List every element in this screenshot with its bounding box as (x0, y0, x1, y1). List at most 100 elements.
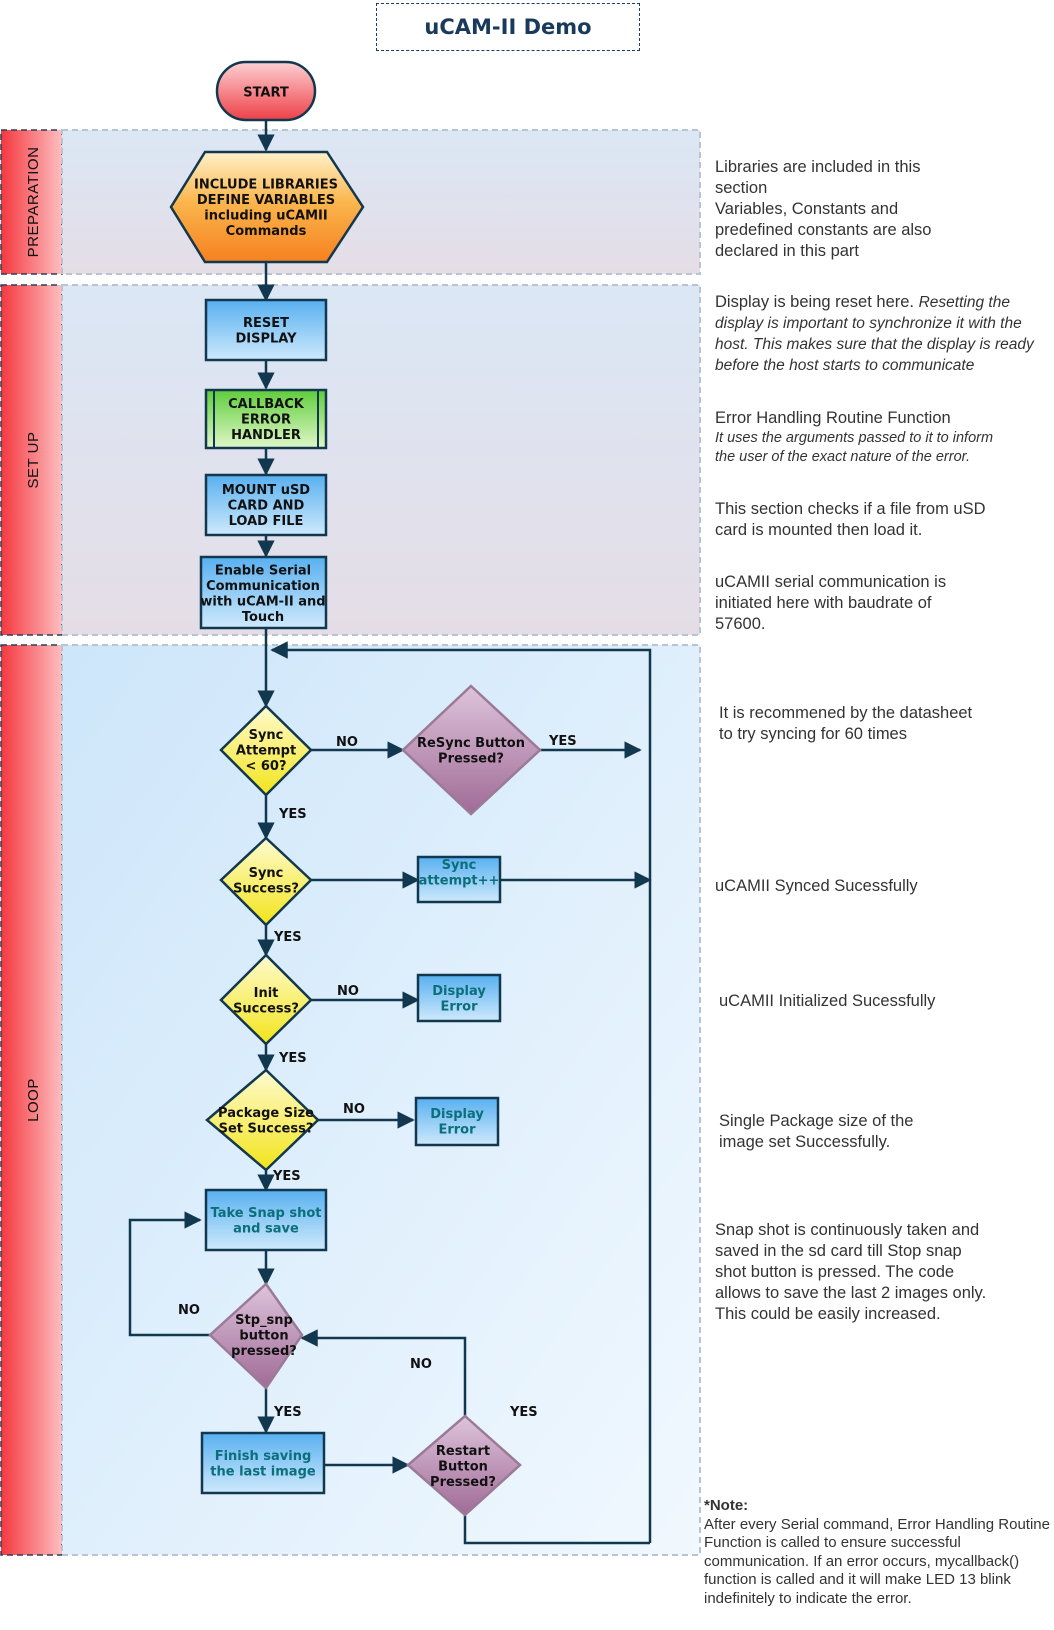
label-yes-stop: YES (273, 1405, 302, 1420)
desc-error-handling-text: Error Handling Routine Function (715, 409, 951, 427)
node-text-line: and save (233, 1221, 299, 1236)
node-start: START (215, 60, 317, 122)
node-text-line: pressed? (231, 1344, 297, 1359)
node-text-line: Sync (442, 858, 477, 873)
desc-usd: This section checks if a file from uSD c… (715, 500, 986, 539)
desc-display-reset: Display is being reset here. Resetting t… (715, 292, 1054, 376)
node-text-line: CARD AND (228, 499, 305, 514)
label-yes-init: YES (278, 1051, 307, 1066)
desc-error-handling-detail: It uses the arguments passed to it to in… (715, 430, 994, 465)
lane-preparation: PREPARATION (0, 129, 701, 275)
edge-loop-return (270, 641, 652, 1543)
node-text-line: Pressed? (438, 751, 504, 766)
node-text-line: CALLBACK (228, 397, 305, 412)
node-text-line: START (243, 86, 289, 101)
node-text-line: Display (432, 984, 486, 999)
node-text-line: ERROR (241, 413, 291, 428)
note-body: After every Serial command, Error Handli… (704, 1515, 1050, 1607)
node-text-line: Commands (226, 224, 307, 239)
node-text-line: RESET (243, 316, 289, 331)
node-text-line: Communication (206, 579, 320, 594)
desc-serial: uCAMII serial communication is initiated… (715, 573, 947, 633)
node-text-line: Restart (436, 1444, 490, 1459)
label-yes-restart: YES (509, 1405, 538, 1420)
lane-label-loop: LOOP (25, 1078, 42, 1122)
lane-setup: SET UP (0, 284, 701, 636)
label-yes-package: YES (272, 1169, 301, 1184)
node-text-line: Error (440, 999, 478, 1014)
desc-libraries: Libraries are included in this section V… (715, 157, 960, 262)
node-text-line: ReSync Button (417, 736, 525, 751)
node-text-line: INCLUDE LIBRARIES (194, 177, 338, 192)
connectors (128, 120, 652, 1545)
node-text-line: Finish saving (215, 1449, 312, 1464)
node-text-line: Init (254, 986, 279, 1001)
desc-package: Single Package size of the image set Suc… (719, 1112, 914, 1151)
node-text-line: Error (438, 1122, 476, 1137)
label-yes-sync: YES (278, 807, 307, 822)
node-text-line: button (239, 1329, 288, 1344)
desc-variables-text: Variables, Constants and predefined cons… (715, 200, 932, 260)
lane-label-preparation: PREPARATION (25, 147, 42, 258)
node-text-line: Enable Serial (215, 563, 311, 578)
edge-restart-loop-yes (463, 1515, 650, 1545)
node-text-line: Touch (242, 610, 284, 625)
node-text-line: DISPLAY (235, 331, 297, 346)
desc-display-reset-text: Display is being reset here. (715, 293, 915, 311)
desc-snapshot: Snap shot is continuously taken and save… (715, 1221, 987, 1323)
note: *Note: After every Serial command, Error… (704, 1497, 1054, 1608)
node-text-line: Success? (233, 1001, 299, 1016)
node-text-line: the last image (210, 1464, 316, 1479)
node-text-line: attempt++ (419, 873, 500, 888)
label-yes-success: YES (273, 930, 302, 945)
node-text-line: Display (430, 1107, 484, 1122)
node-text-line: Pressed? (430, 1475, 496, 1490)
node-text-line: including uCAMII (204, 208, 327, 223)
node-text-line: DEFINE VARIABLES (197, 193, 335, 208)
desc-error-handling: Error Handling Routine Function It uses … (715, 408, 1015, 467)
node-text-line: Sync (249, 866, 284, 881)
desc-libraries-text: Libraries are included in this section (715, 158, 921, 197)
node-text-line: with uCAM-II and (200, 594, 325, 609)
node-text-line: HANDLER (231, 428, 301, 443)
label-no-init: NO (337, 984, 359, 999)
lane-loop: LOOP (0, 644, 701, 1556)
lane-label-setup: SET UP (25, 432, 42, 489)
node-text-line: Attempt (236, 744, 296, 759)
label-no-restart: NO (410, 1357, 432, 1372)
desc-synced: uCAMII Synced Sucessfully (715, 877, 918, 895)
node-text-line: Package Size (218, 1106, 314, 1121)
node-start-text: START (243, 86, 289, 101)
edge-restart-stop-no (300, 1329, 467, 1416)
label-no-package: NO (343, 1102, 365, 1117)
